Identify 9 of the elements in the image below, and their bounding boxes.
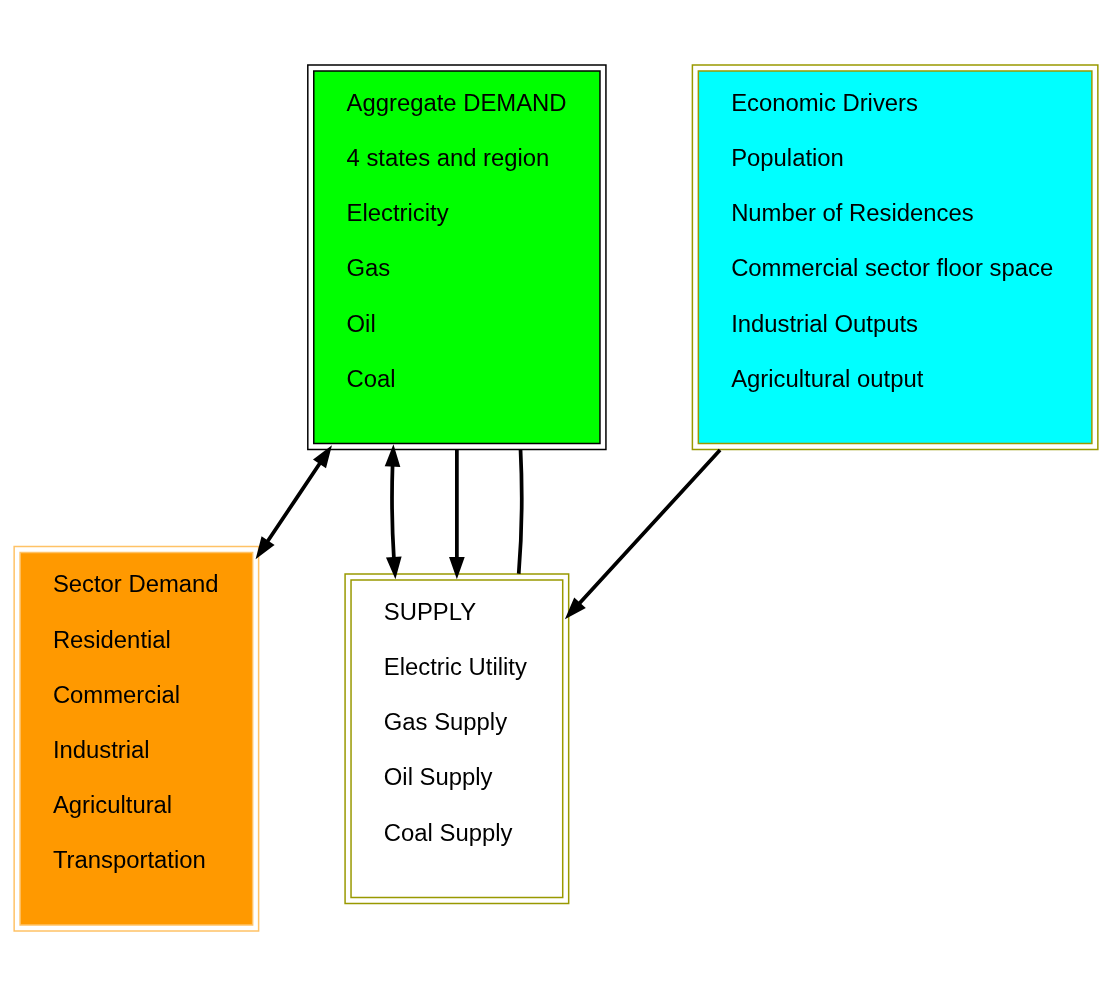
node-box: Economic Drivers Population Number of Residences Commercial sector floor space Industrial Outputs Agricultural output [691, 64, 1099, 451]
arrow [564, 448, 722, 620]
arrow [449, 449, 465, 580]
arrow [255, 445, 332, 560]
node-box: SUPPLY Electric Utility Gas Supply Oil Supply Coal Supply [344, 573, 570, 905]
node-box: Sector Demand Residential Commercial Industrial Agricultural Transportation [13, 545, 260, 932]
node-box: Aggregate DEMAND 4 states and region Electricity Gas Oil Coal [307, 64, 607, 451]
connector [516, 449, 524, 574]
arrow [384, 444, 402, 580]
